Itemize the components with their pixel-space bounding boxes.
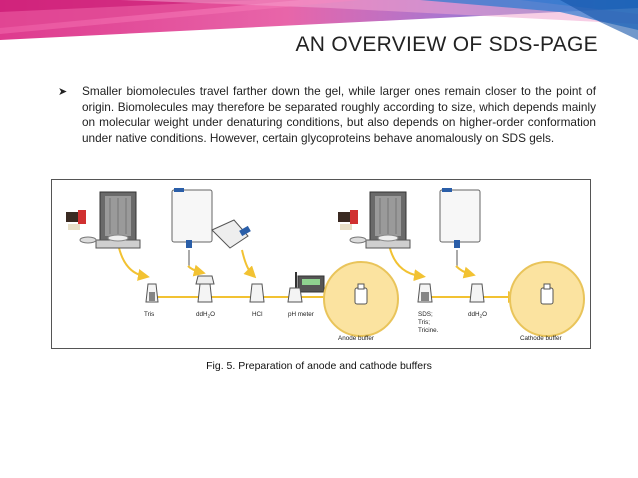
reagent-bottle-icon	[338, 210, 358, 230]
ph-meter-icon	[295, 272, 325, 298]
label-cathode-buffer: Cathode buffer	[520, 335, 562, 342]
water-reservoir-icon	[439, 188, 481, 248]
beaker-icon	[145, 283, 159, 303]
beaker-icon	[417, 283, 433, 303]
analytical-balance-icon	[95, 191, 141, 249]
acid-bottle-icon	[211, 219, 251, 249]
analytical-balance-icon	[365, 191, 411, 249]
header-banner	[0, 0, 638, 40]
water-reservoir-icon	[171, 188, 213, 248]
slide-title: AN OVERVIEW OF SDS-PAGE	[295, 33, 598, 56]
bullet-text: Smaller biomolecules travel farther down…	[82, 84, 596, 145]
flask-icon	[195, 275, 215, 285]
weighing-dish-icon	[79, 236, 97, 244]
beaker-icon	[197, 283, 213, 303]
cathode-buffer-circle	[509, 261, 585, 337]
label-tricine: Tricine.	[418, 327, 439, 334]
label-tris-2: Tris;	[418, 319, 430, 326]
beaker-icon	[287, 287, 303, 303]
label-ddh2o-2: ddH2O	[468, 311, 487, 319]
weighing-dish-icon	[349, 236, 367, 244]
figure-caption: Fig. 5. Preparation of anode and cathode…	[206, 360, 432, 372]
label-sds: SDS;	[418, 311, 433, 318]
label-hcl: HCl	[252, 311, 263, 318]
bullet-paragraph: ➤ Smaller biomolecules travel farther do…	[58, 84, 596, 146]
beaker-icon	[249, 283, 265, 303]
label-ph-meter: pH meter	[288, 311, 314, 318]
buffer-preparation-figure: Tris ddH2O HCl pH meter Anode buffer SDS…	[51, 179, 591, 349]
label-anode-buffer: Anode buffer	[338, 335, 374, 342]
arrow-bullet-icon: ➤	[58, 86, 68, 98]
reagent-bottle-icon	[66, 210, 86, 230]
anode-buffer-circle	[323, 261, 399, 337]
label-ddh2o: ddH2O	[196, 311, 215, 319]
label-tris: Tris	[144, 311, 154, 318]
beaker-icon	[469, 283, 485, 303]
